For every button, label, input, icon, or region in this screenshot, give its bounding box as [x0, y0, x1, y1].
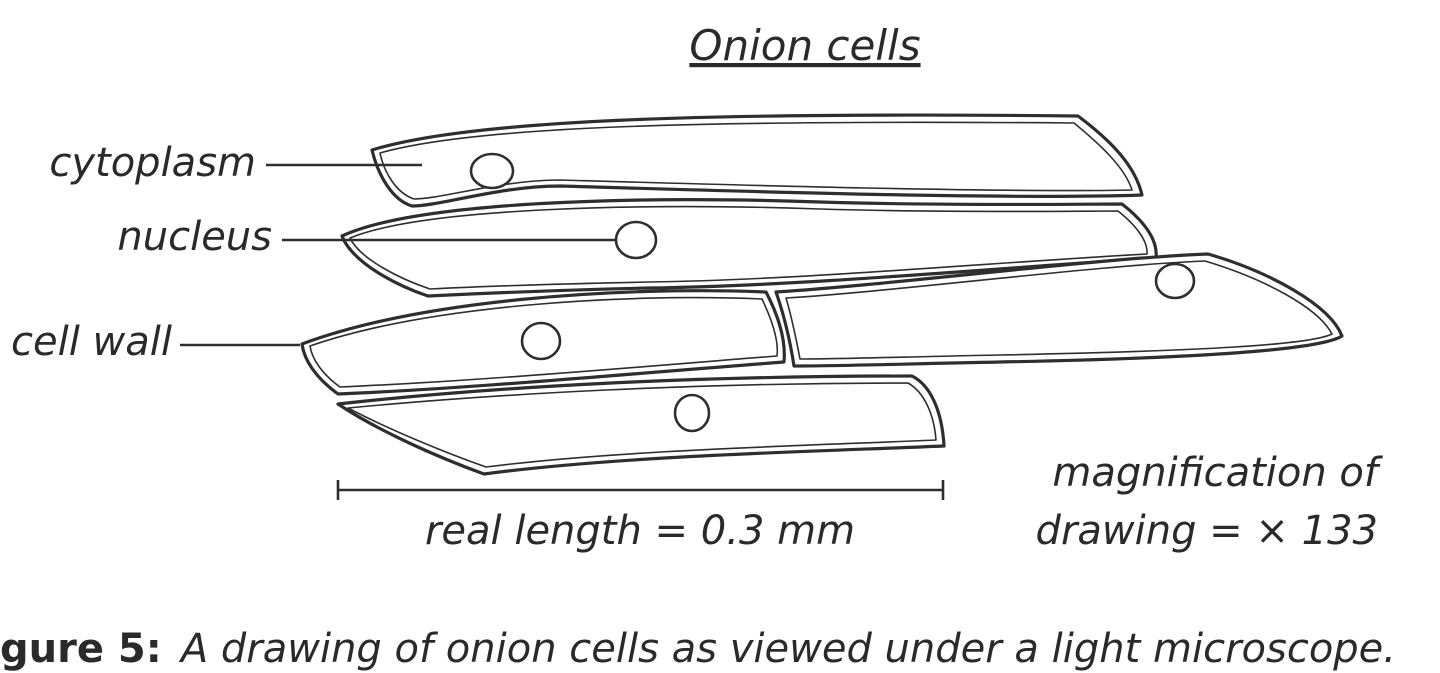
label-cell-wall: cell wall: [11, 319, 172, 365]
cell-3-nucleus: [520, 321, 562, 361]
caption-label: gure 5:: [0, 626, 162, 672]
cell-2-nucleus: [614, 220, 658, 260]
caption-text: A drawing of onion cells as viewed under…: [178, 626, 1396, 672]
cell-2: [340, 198, 1158, 298]
scale-label: real length = 0.3 mm: [425, 508, 855, 554]
scale-bar: [336, 480, 945, 500]
cell-2-membrane: [349, 205, 1148, 290]
magnification-line-2: drawing = × 133: [1036, 508, 1378, 554]
cell-5-nucleus: [673, 393, 711, 433]
label-cytoplasm: cytoplasm: [49, 140, 256, 186]
figure-caption: gure 5: A drawing of onion cells as view…: [0, 626, 1396, 672]
cell-1-nucleus: [469, 152, 515, 190]
magnification-line-1: magnification of: [1052, 450, 1383, 496]
diagram-title: Onion cells: [689, 21, 920, 70]
cell-5: [336, 374, 946, 476]
cell-4-nucleus: [1154, 262, 1196, 300]
cell-3: [300, 289, 786, 396]
cell-1: [370, 113, 1144, 208]
cell-1-membrane: [379, 121, 1133, 200]
cell-4-membrane: [785, 260, 1333, 360]
label-nucleus: nucleus: [117, 214, 272, 260]
cell-4: [774, 252, 1344, 368]
cell-5-membrane: [347, 382, 937, 468]
